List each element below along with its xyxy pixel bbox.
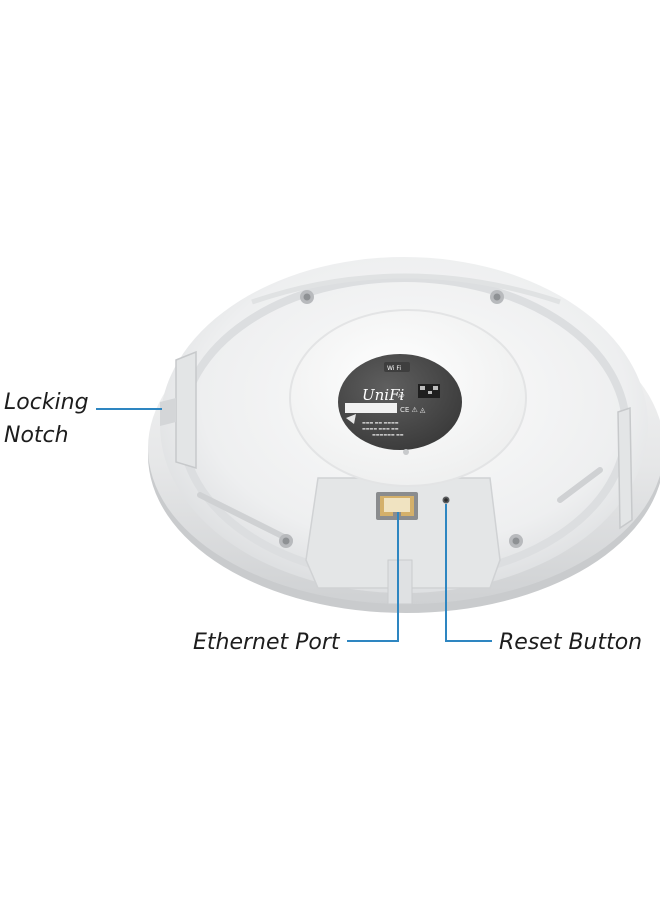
svg-text:▬▬▬▬ ▬▬▬ ▬▬: ▬▬▬▬ ▬▬▬ ▬▬ [362, 426, 399, 431]
qr-code [418, 384, 440, 398]
screw-bottom-right [509, 534, 523, 548]
reset-button-label: Reset Button [499, 630, 643, 655]
certification-marks: CE ⚠ ◬ ▬▬▬ ▬▬ ▬▬▬▬ ▬▬▬▬ ▬▬▬ ▬▬ ▬▬▬▬▬▬ ▬▬ [362, 406, 426, 437]
wifi-certified-badge: Wi Fi [384, 362, 410, 372]
serial-barcode-area [345, 403, 397, 413]
svg-text:▬▬▬▬▬▬ ▬▬: ▬▬▬▬▬▬ ▬▬ [372, 432, 404, 437]
vent-hole [403, 449, 409, 455]
side-slot-right [557, 467, 603, 503]
locking-notch-slot [160, 398, 176, 426]
cable-channel [305, 477, 501, 589]
locking-notch-label: Locking Notch [4, 386, 89, 452]
ethernet-port-leader [347, 512, 399, 642]
ethernet-port [376, 492, 418, 520]
product-label-disc [338, 354, 462, 450]
screw-top-right [490, 290, 504, 304]
wifi-badge-text: Wi Fi [387, 365, 401, 372]
model-mark: AP [398, 394, 404, 400]
locking-notch-label-line2: Notch [4, 423, 69, 448]
top-arc-slot [251, 273, 561, 305]
locking-notch-label-line1: Locking [4, 390, 89, 415]
brand-logo: UniFi [362, 386, 405, 404]
locking-notch [175, 350, 197, 470]
locking-notch-right [617, 406, 633, 530]
side-slot-left [197, 492, 293, 543]
screw-bottom-left [279, 534, 293, 548]
reset-button-leader [445, 504, 492, 642]
svg-text:CE ⚠ ◬: CE ⚠ ◬ [400, 406, 426, 414]
screw-top-left [300, 290, 314, 304]
reset-button-hole [442, 496, 450, 504]
cable-exit-tab [387, 559, 413, 605]
svg-text:▬▬▬ ▬▬ ▬▬▬▬: ▬▬▬ ▬▬ ▬▬▬▬ [362, 420, 399, 425]
ethernet-port-label: Ethernet Port [193, 630, 340, 655]
ubiquiti-logo [346, 414, 356, 424]
